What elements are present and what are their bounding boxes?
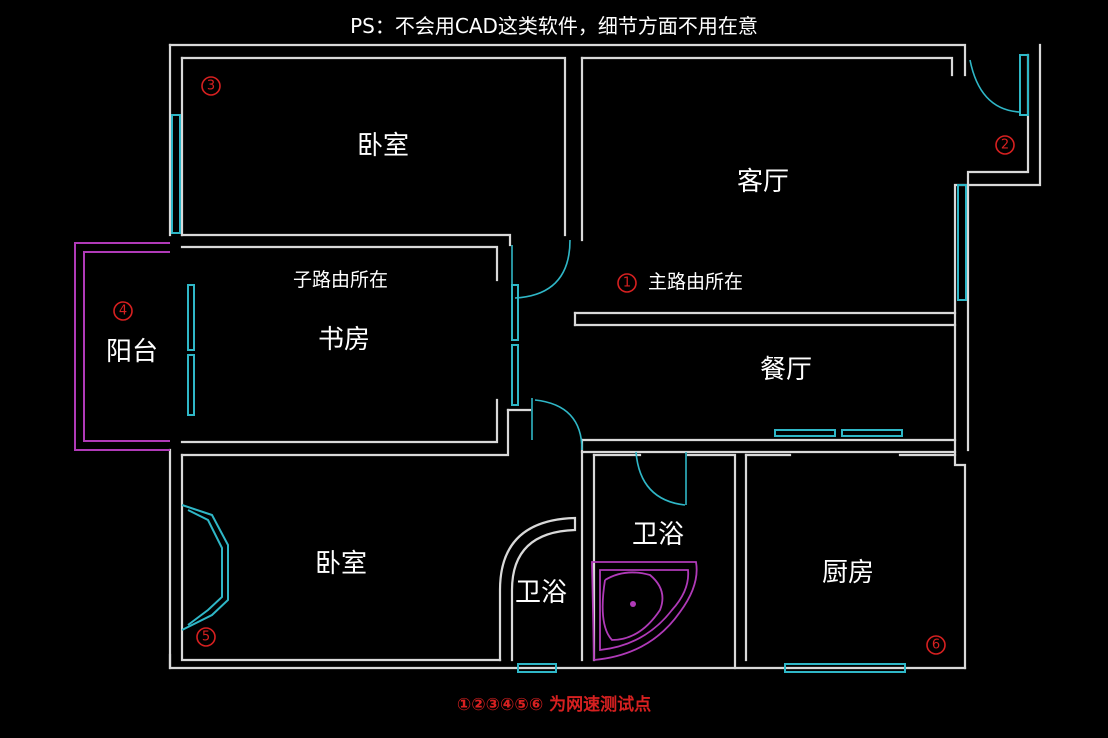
marker-4: 4 [113,301,133,321]
marker-5: 5 [196,627,216,647]
room-label-kitchen: 厨房 [822,558,874,588]
marker-3: 3 [201,76,221,96]
room-label-balcony: 阳台 [106,337,158,367]
room-label-bedroom-top: 卧室 [357,131,409,161]
marker-5-text: 5 [202,630,210,645]
room-label-bath-small: 卫浴 [515,578,567,608]
marker-6: 6 [926,635,946,655]
room-label-living-room: 客厅 [737,167,789,197]
marker-1-text: 1 [623,276,631,291]
sub-router-label: 子路由所在 [293,269,388,291]
marker-2-text: 2 [1001,138,1009,153]
marker-6-text: 6 [932,638,940,653]
room-label-study: 书房 [318,325,370,355]
main-router-label: 主路由所在 [648,271,743,293]
marker-2: 2 [995,135,1015,155]
marker-4-text: 4 [119,304,127,319]
room-label-bedroom-bottom: 卧室 [315,549,367,579]
legend-text: ①②③④⑤⑥ 为网速测试点 [456,695,652,715]
note-text: PS：不会用CAD这类软件，细节方面不用在意 [350,14,758,38]
bathtub [591,561,698,661]
room-label-bath-main: 卫浴 [632,520,684,550]
windows [171,54,1029,673]
doors [511,59,1021,506]
marker-3-text: 3 [207,79,215,94]
balcony-outline [74,242,170,451]
room-label-dining: 餐厅 [760,355,812,385]
outer-walls [168,43,1042,670]
balcony-inner-outline [83,251,170,442]
marker-1: 1 [617,273,637,293]
